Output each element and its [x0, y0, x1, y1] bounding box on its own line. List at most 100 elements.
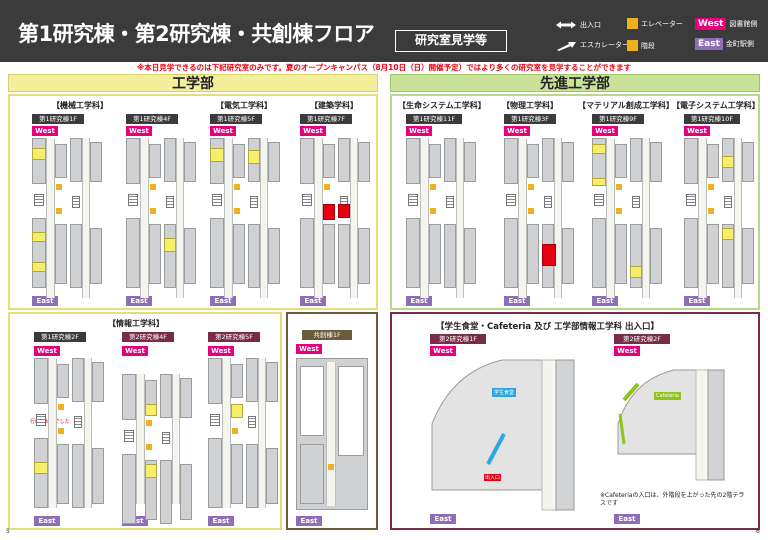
room-block: [504, 138, 518, 184]
col-title-elec-sys: 【電子システム工学科】: [672, 101, 760, 110]
highlighted-lab: [145, 464, 157, 478]
corridor: [82, 138, 90, 298]
panel-eng-top: 【機械工学科】 第1研究棟1F 第1研究棟4F West West East E…: [8, 94, 378, 310]
west-tag: West: [406, 126, 432, 136]
room-block: [742, 228, 754, 284]
elevator-icon: [234, 184, 240, 190]
legend: 出入口 エレベーター West 図書館側 エスカレーター 階段 East 金町駅…: [555, 18, 765, 58]
stairs: [302, 194, 312, 206]
room-block: [180, 464, 192, 520]
elevator-icon: [708, 208, 714, 214]
room-block: [406, 218, 420, 288]
legend-stairs: 階段: [627, 40, 655, 51]
room-block: [338, 224, 350, 288]
legend-escalator: エスカレーター: [555, 40, 629, 51]
room-block: [248, 224, 260, 288]
room-block: [266, 362, 278, 402]
room-block: [630, 138, 642, 182]
west-tag: West: [126, 126, 152, 136]
corridor: [420, 138, 429, 298]
bld-label: 第1研究棟9F: [592, 114, 644, 124]
west-tag: West: [430, 346, 456, 356]
col-title-cafe: 【学生食堂・Cafeteria 及び 工学部情報工学科 出入口】: [436, 322, 659, 332]
elevator-icon: [56, 208, 62, 214]
room-block: [208, 438, 222, 508]
stairs: [506, 194, 516, 206]
stairs: [36, 414, 46, 426]
highlighted-lab-red: [542, 244, 556, 266]
cafe-note: ※Cafeteriaの入口は、外階段を上がった先の2階テラスです: [600, 492, 745, 507]
open-space: [300, 366, 324, 436]
east-tag: East: [430, 514, 456, 524]
room-block: [92, 362, 104, 402]
col-title-mech: 【機械工学科】: [52, 101, 108, 110]
room-block: [122, 374, 136, 420]
cafeteria-label: Cafeteria: [654, 392, 681, 400]
west-tag: West: [122, 346, 148, 356]
west-tag: West: [296, 344, 322, 354]
corridor: [46, 138, 55, 298]
legend-elevator: エレベーター: [627, 18, 683, 29]
elevator-icon: [58, 428, 64, 434]
highlighted-lab-red: [338, 204, 350, 218]
highlighted-lab: [592, 144, 606, 154]
room-block: [722, 224, 734, 288]
room-block: [70, 138, 82, 182]
stairs: [408, 194, 418, 206]
elevator-icon: [232, 428, 238, 434]
room-block: [615, 224, 627, 284]
room-block: [164, 138, 176, 182]
entrance-marker: 出入口: [484, 474, 502, 481]
room-block: [542, 138, 554, 182]
room-block: [184, 142, 196, 182]
room-block: [444, 224, 456, 288]
room-block: [184, 228, 196, 284]
room-block: [126, 218, 140, 288]
room-block: [246, 444, 258, 508]
stairs: [446, 196, 454, 208]
header-badge: 研究室見学等: [395, 30, 507, 52]
room-block: [126, 138, 140, 184]
room-block: [650, 142, 662, 182]
bld-label: 共創棟1F: [302, 330, 352, 340]
dept-engineering: 工学部: [8, 74, 378, 92]
east-tag: East: [126, 296, 152, 306]
bld-label: 第2研究棟2F: [614, 334, 670, 344]
east-tag: East: [300, 296, 326, 306]
room-block: [684, 218, 698, 288]
room-block: [429, 224, 441, 284]
room-block: [707, 224, 719, 284]
page-number-right: 6: [756, 528, 760, 535]
stairs: [72, 196, 80, 208]
room-block: [32, 218, 46, 288]
room-block: [72, 444, 84, 508]
room-block: [55, 144, 67, 178]
room-block: [208, 358, 222, 404]
elevator-icon: [430, 208, 436, 214]
room-block: [210, 218, 224, 288]
room-block: [122, 454, 136, 524]
corridor: [606, 138, 615, 298]
stairs: [162, 432, 170, 444]
highlighted-lab: [32, 262, 46, 272]
room-block: [429, 144, 441, 178]
highlighted-lab: [210, 148, 224, 162]
stairs: [544, 196, 552, 208]
stairs: [34, 194, 44, 206]
stairs: [686, 194, 696, 206]
corridor: [456, 138, 464, 298]
page-title: 第1研究棟・第2研究棟・共創棟フロア: [18, 22, 375, 46]
room-block: [323, 224, 335, 284]
panel-adv-top: 【生命システム工学科】 【物理工学科】 【マテリアル創成工学科】 【電子システム…: [390, 94, 760, 310]
panel-info: 【情報工学科】 第1研究棟2F 第2研究棟4F 第2研究棟5F West Wes…: [8, 312, 282, 530]
stairs: [210, 414, 220, 426]
room-block: [164, 224, 176, 288]
stairs: [74, 416, 82, 428]
east-tag: East: [210, 296, 236, 306]
highlighted-lab-red: [323, 204, 335, 220]
notice: ※本日見学できるのは下記研究室のみです。夏のオープンキャンパス（8月10日（日）…: [137, 63, 631, 72]
elevator-icon: [58, 404, 64, 410]
panel-cafe: 【学生食堂・Cafeteria 及び 工学部情報工学科 出入口】 第2研究棟1F…: [390, 312, 760, 530]
corridor: [260, 138, 268, 298]
room-block: [684, 138, 698, 184]
